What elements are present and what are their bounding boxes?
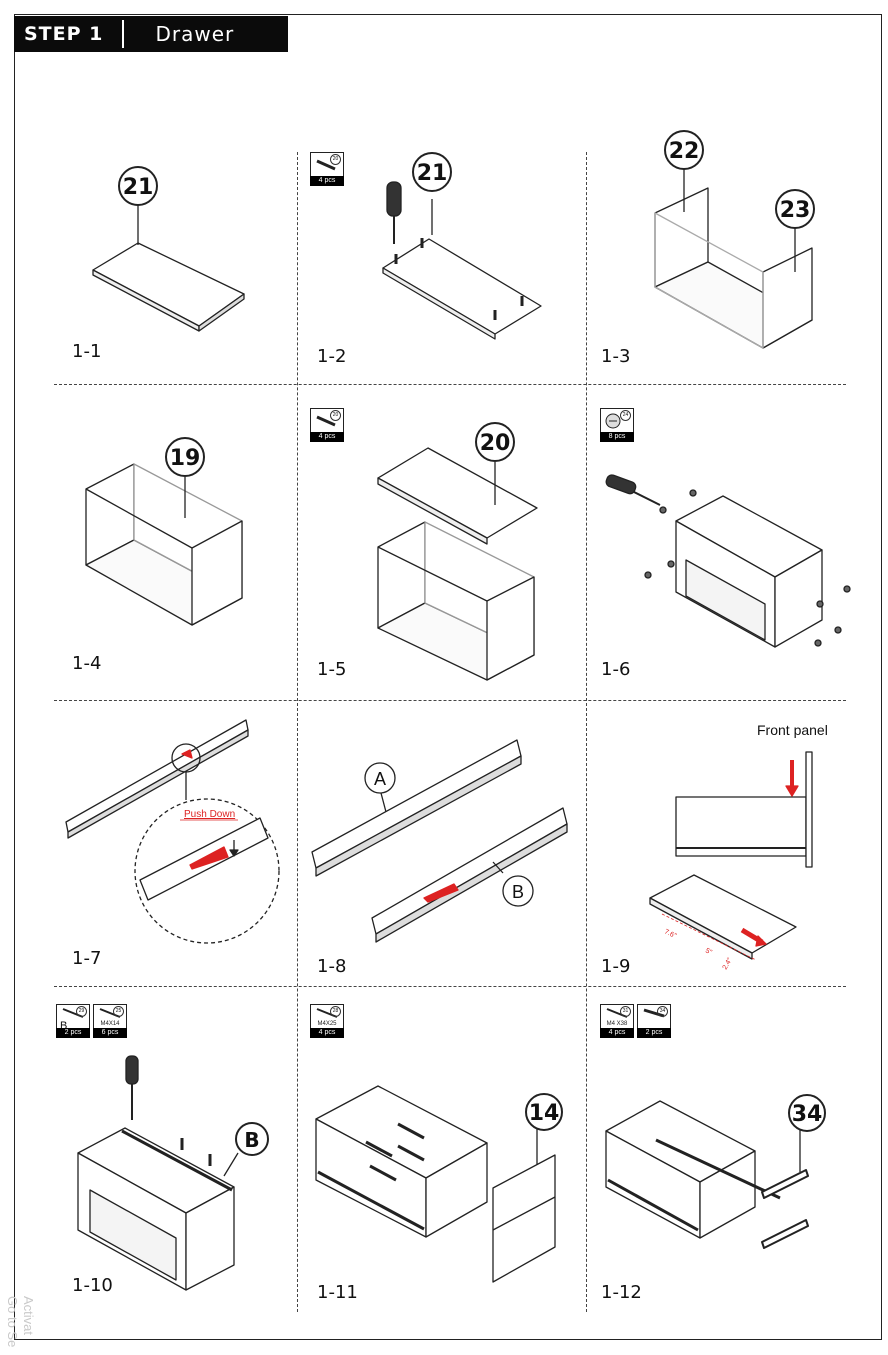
hardware-badge-dowel: 20 4 pcs: [310, 408, 344, 442]
row-divider-2: [54, 700, 846, 701]
dowel-icon: [316, 159, 336, 171]
slide-callout-circle: [364, 762, 396, 794]
part-number-20: 20: [480, 431, 511, 456]
hardware-badge-screw: M4 X38 31 4 pcs: [600, 1004, 634, 1038]
slide-b-letter: B: [512, 882, 524, 902]
dimension-label: 5": [704, 947, 713, 956]
page-frame: [14, 14, 882, 1340]
box-handle-illustration: [605, 1100, 809, 1249]
part-callout-circle: [525, 1093, 563, 1131]
hardware-badge-cam-lock: 24 8 pcs: [600, 408, 634, 442]
col-divider-1: [297, 152, 298, 1312]
step-label-1-7: 1-7: [72, 948, 102, 969]
step-label-1-12: 1-12: [601, 1282, 642, 1303]
step-label-1-10: 1-10: [72, 1275, 113, 1296]
slide-zoom-illustration: [65, 719, 280, 944]
step-label-1-4: 1-4: [72, 653, 102, 674]
part-number-23: 23: [780, 198, 811, 223]
dowel-icon: [316, 415, 336, 427]
hardware-badge-screw: M4X25 28 4 pcs: [310, 1004, 344, 1038]
row-divider-3: [54, 986, 846, 987]
slide-callout-circle: [502, 875, 534, 907]
part-callout-circle: [412, 152, 452, 192]
part-callout-circle: [664, 130, 704, 170]
slide-b-letter: B: [244, 1128, 259, 1152]
step-label-1-6: 1-6: [601, 659, 631, 680]
slide-callout-circle: [235, 1122, 269, 1156]
step-number: STEP 1: [24, 23, 104, 45]
part-number-21: 21: [417, 161, 448, 186]
part-callout-circle: [475, 422, 515, 462]
step-label-1-9: 1-9: [601, 956, 631, 977]
os-activation-watermark: Activat Go to Se: [5, 1296, 36, 1348]
panel-illustration: [92, 205, 245, 332]
step-label-1-5: 1-5: [317, 659, 347, 680]
slides-ab-illustration: [311, 739, 568, 943]
open-box-illustration: [85, 463, 243, 626]
header-divider: [122, 20, 124, 48]
step-label-1-1: 1-1: [72, 341, 102, 362]
closed-box-illustration: [605, 474, 851, 648]
hardware-badge-screw: M4X14 25 6 pcs: [93, 1004, 127, 1038]
part-callout-circle: [788, 1094, 826, 1132]
panel-with-dowels-illustration: [382, 181, 542, 340]
front-panel-illustration: [649, 751, 813, 961]
dimension-label: 2.4": [722, 956, 734, 971]
slide-a-letter: A: [374, 769, 386, 789]
front-panel-label: Front panel: [757, 722, 828, 738]
hardware-badge-slide: B 29 2 pcs: [56, 1004, 90, 1038]
step-label-1-11: 1-11: [317, 1282, 358, 1303]
push-down-label: Push Down: [184, 809, 235, 820]
part-callout-circle: [118, 166, 158, 206]
part-number-14: 14: [529, 1101, 560, 1126]
col-divider-2: [586, 152, 587, 1312]
hardware-badge-dowel: 20 4 pcs: [310, 152, 344, 186]
cam-lock-icon: [605, 413, 621, 429]
step-label-1-8: 1-8: [317, 956, 347, 977]
part-number-21: 21: [123, 175, 154, 200]
step-label-1-2: 1-2: [317, 346, 347, 367]
hardware-badge-handle: 34 2 pcs: [637, 1004, 671, 1038]
part-callout-circle: [775, 189, 815, 229]
part-number-34: 34: [792, 1102, 823, 1127]
part-number-22: 22: [669, 139, 700, 164]
dimension-label: 7.6": [663, 928, 677, 940]
step-label-1-3: 1-3: [601, 346, 631, 367]
u-frame-illustration: [654, 168, 813, 349]
box-with-slide-illustration: [77, 1055, 239, 1291]
row-divider-1: [54, 384, 846, 385]
part-callout-circle: [165, 437, 205, 477]
part-number-19: 19: [170, 446, 201, 471]
step-title: Drawer: [155, 22, 235, 46]
box-front-panel-illustration: [315, 1085, 556, 1283]
step-header: STEP 1 Drawer: [14, 16, 288, 52]
box-with-top-illustration: [377, 447, 538, 681]
